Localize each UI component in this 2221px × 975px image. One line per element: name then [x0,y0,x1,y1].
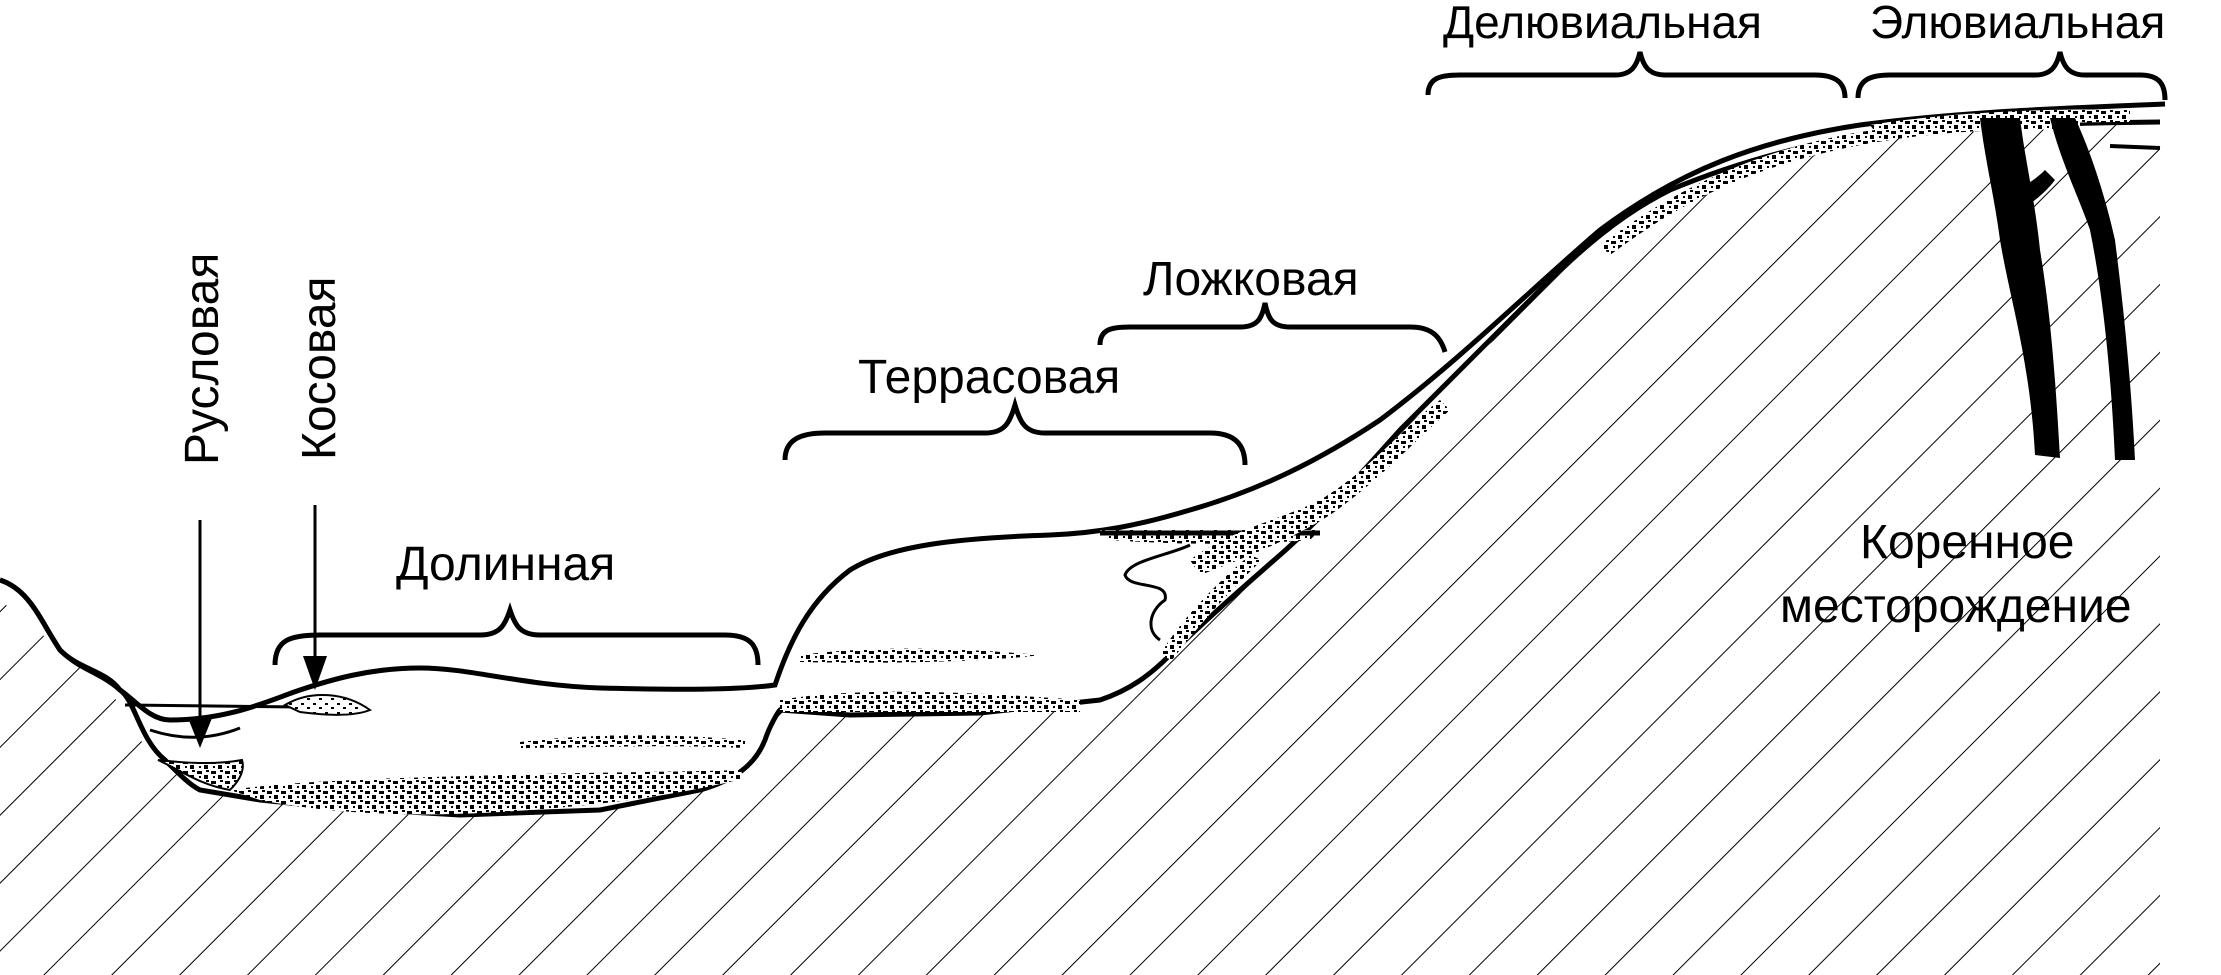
gully-tongue-deposit [1160,555,1262,660]
terrace-placer-deposit-lower [780,691,1080,712]
valley-placer-deposit [230,770,745,815]
arrow-kosovaya-head [303,656,327,690]
bedrock-surface [0,119,2161,818]
gully-deposit-slope [1190,400,1450,575]
channel-placer-deposit [157,758,244,792]
spit-placer-deposit [282,694,373,716]
label-korennoe-line2: месторождение [1780,580,2132,633]
river-water-line [124,703,301,709]
ore-vein-2 [2050,118,2135,460]
gully-wavy-line [1123,543,1191,642]
label-kosovaya: Косовая [293,276,346,460]
label-delyuvialnaya: Делювиальная [1443,0,1762,48]
eluvial-cut-line [2109,144,2161,150]
brace-delyuvialnaya [1425,51,1848,99]
label-elyuvialnaya: Элювиальная [1870,0,2165,48]
terrace-placer-deposit-upper [800,648,1040,663]
brace-dolinnaya [272,602,761,666]
label-korennoe-line1: Коренное [1860,516,2074,569]
label-terrasovaya: Террасовая [858,351,1120,404]
ore-vein-branch [2000,170,2055,220]
river-water-wave [149,726,241,739]
bedrock-hatched [0,122,2160,975]
brace-terrasovaya [782,396,1248,466]
bedrock-lower-fill [0,450,2160,975]
arrow-ruslovaya-head [188,718,212,748]
valley-lens [520,735,745,748]
brace-elyuvialnaya [1855,51,2168,101]
deluvial-placer-deposit [1600,118,2080,255]
label-dolinnaya: Долинная [396,538,615,591]
brace-lozhkovaya [1097,302,1448,353]
label-ruslovaya: Русловая [176,253,229,465]
label-lozhkovaya: Ложковая [1143,253,1359,306]
sediment-body [0,0,2160,815]
ore-vein-1 [1980,118,2060,458]
